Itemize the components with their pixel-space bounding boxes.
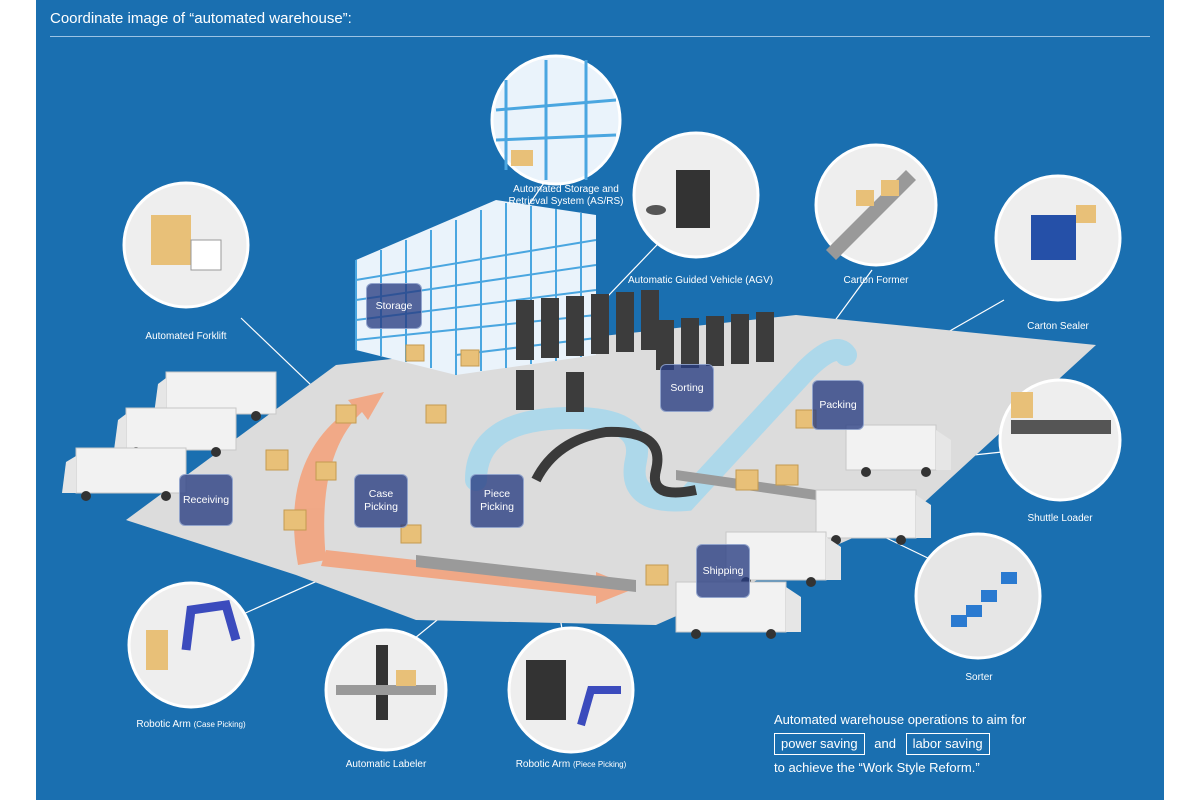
circle-agv-detail [632,131,760,259]
agv-shelving [516,290,774,412]
label-robotic-arm-piece-title: Robotic Arm [515,759,571,770]
title-divider [50,36,1150,37]
label-sorter: Sorter [965,672,993,683]
label-robotic-arm-case-title: Robotic Arm [136,719,191,730]
label-robotic-arm-piece-sub: (Piece Picking) [572,760,627,769]
label-asrs: Automated Storage and Retrieval System (… [506,184,626,208]
label-robotic-arm-case: Robotic Arm (Case Picking) [131,719,251,731]
labor-saving-badge: labor saving [905,733,990,755]
circle-robotic-arm-piece-detail [507,626,635,754]
zone-case-picking: Case Picking [354,474,408,528]
label-robotic-arm-case-sub: (Case Picking) [193,720,246,729]
closing-and: and [874,736,896,751]
diagram-canvas: Coordinate image of “automated warehouse… [36,0,1164,800]
circle-robotic-arm-case-detail [127,581,255,709]
power-saving-badge: power saving [774,733,865,755]
circle-asrs-detail [490,54,622,186]
diagram-title: Coordinate image of “automated warehouse… [50,10,352,27]
circle-sorter-detail [914,532,1042,660]
truck-shipping-4 [675,581,801,639]
label-asrs-line1: Automated Storage and [513,184,619,195]
closing-line3: to achieve the “Work Style Reform.” [774,760,980,775]
sorter-trail [465,339,857,512]
zone-packing: Packing [812,380,864,430]
circle-labeler-detail [324,628,448,752]
truck-shipping-2 [815,489,931,545]
label-robotic-arm-piece: Robotic Arm (Piece Picking) [506,759,636,771]
closing-line2: power saving and labor saving [774,730,1026,758]
sorter-conveyor [531,426,698,498]
truck-receiving-3 [62,447,187,501]
leader-forklift [240,317,312,386]
label-asrs-line2: Retrieval System (AS/RS) [508,196,624,207]
zone-storage: Storage [366,283,422,329]
callout-circles [122,54,1122,754]
circle-carton-former-detail [814,143,938,267]
label-carton-sealer: Carton Sealer [1027,321,1089,332]
label-forklift: Automated Forklift [145,331,227,342]
label-labeler: Automatic Labeler [345,759,427,770]
zone-piece-picking: Piece Picking [470,474,524,528]
label-agv: Automatic Guided Vehicle (AGV) [628,275,774,286]
flow-arrow-receiving [293,392,384,565]
closing-statement: Automated warehouse operations to aim fo… [774,710,1026,778]
truck-receiving-2 [114,407,237,457]
circle-forklift-detail [122,181,250,309]
zone-sorting: Sorting [660,364,714,412]
flow-arrows [293,392,636,604]
flow-arrow-case-picking [321,550,636,604]
trucks [62,371,951,639]
circle-shuttle-loader-detail [998,378,1122,502]
circle-carton-sealer-detail [994,174,1122,302]
label-carton-former: Carton Former [843,275,909,286]
truck-shipping-1 [845,424,951,477]
truck-receiving-1 [154,371,277,421]
label-shuttle-loader: Shuttle Loader [1027,513,1093,524]
zone-receiving: Receiving [179,474,233,526]
closing-line1: Automated warehouse operations to aim fo… [774,712,1027,727]
cargo-boxes [265,344,817,586]
zone-shipping: Shipping [696,544,750,598]
